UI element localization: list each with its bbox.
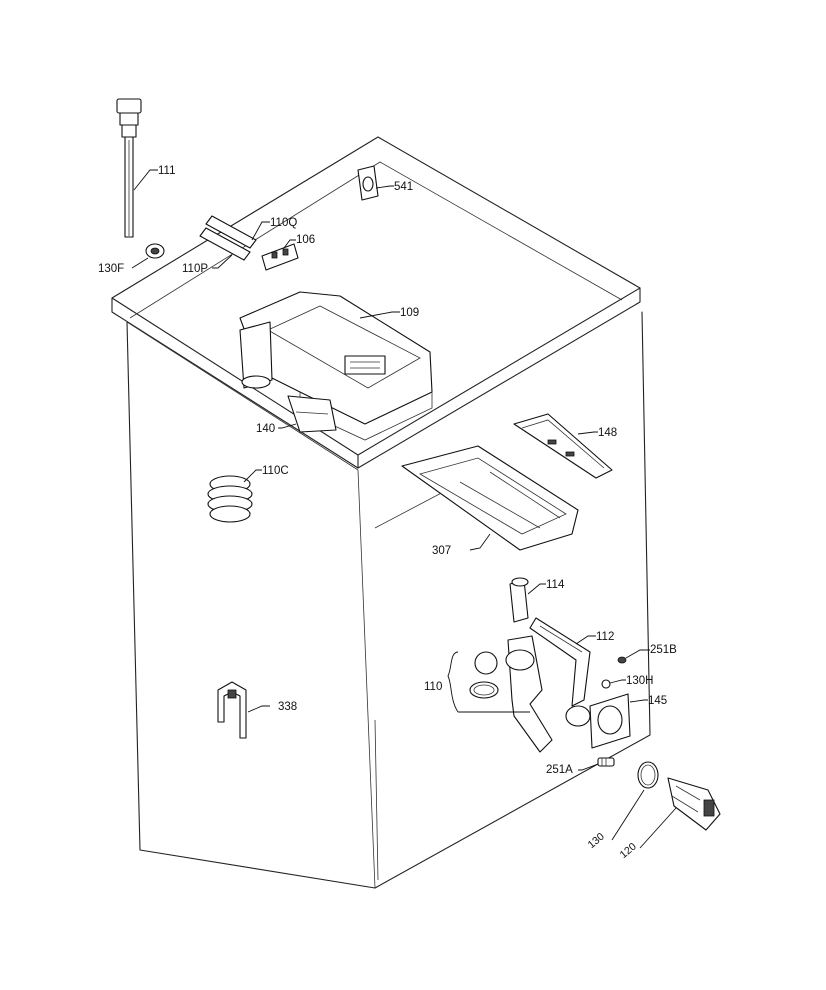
label-130: 130 (586, 831, 607, 852)
label-130F: 130F (98, 263, 124, 275)
label-110P: 110P (182, 263, 208, 275)
part-110Q-110P-hoses (199, 215, 257, 261)
label-541: 541 (394, 181, 413, 193)
part-307-drawer (401, 445, 579, 551)
label-109: 109 (400, 307, 419, 319)
part-148-panel (513, 413, 613, 479)
part-251B-screw (617, 656, 627, 664)
label-338: 338 (278, 701, 297, 713)
label-111: 111 (158, 165, 175, 177)
label-110C: 110C (262, 465, 289, 477)
label-110Q: 110Q (270, 217, 297, 229)
label-106: 106 (296, 234, 315, 246)
part-110C-bellows (207, 475, 253, 523)
label-251B: 251B (650, 644, 677, 656)
part-140-duct (287, 395, 337, 433)
label-251A: 251A (546, 764, 573, 776)
part-251A-screw (597, 757, 615, 767)
label-307: 307 (432, 545, 451, 557)
label-145: 145 (648, 695, 667, 707)
cabinet-outline (111, 136, 651, 889)
part-106-bracket (261, 243, 299, 271)
part-109-dispenser-housing (239, 291, 433, 441)
label-110: 110 (424, 681, 442, 693)
part-111-inlet-hose (116, 98, 142, 238)
label-114: 114 (546, 579, 565, 591)
label-140: 140 (256, 423, 275, 435)
part-120-filter (667, 777, 721, 831)
part-112-hose (529, 617, 591, 707)
part-130H-seal (601, 679, 611, 689)
label-148: 148 (598, 427, 617, 439)
part-114-connector (509, 577, 529, 623)
part-130-ring (637, 761, 659, 789)
part-541-clip (357, 165, 379, 201)
label-120: 120 (618, 841, 639, 862)
part-338-clip (217, 681, 247, 739)
part-110-group (469, 635, 553, 753)
label-130H: 130H (626, 675, 654, 687)
label-112: 112 (596, 631, 614, 643)
part-145-pump (565, 693, 631, 749)
part-130F-seal (145, 243, 165, 259)
